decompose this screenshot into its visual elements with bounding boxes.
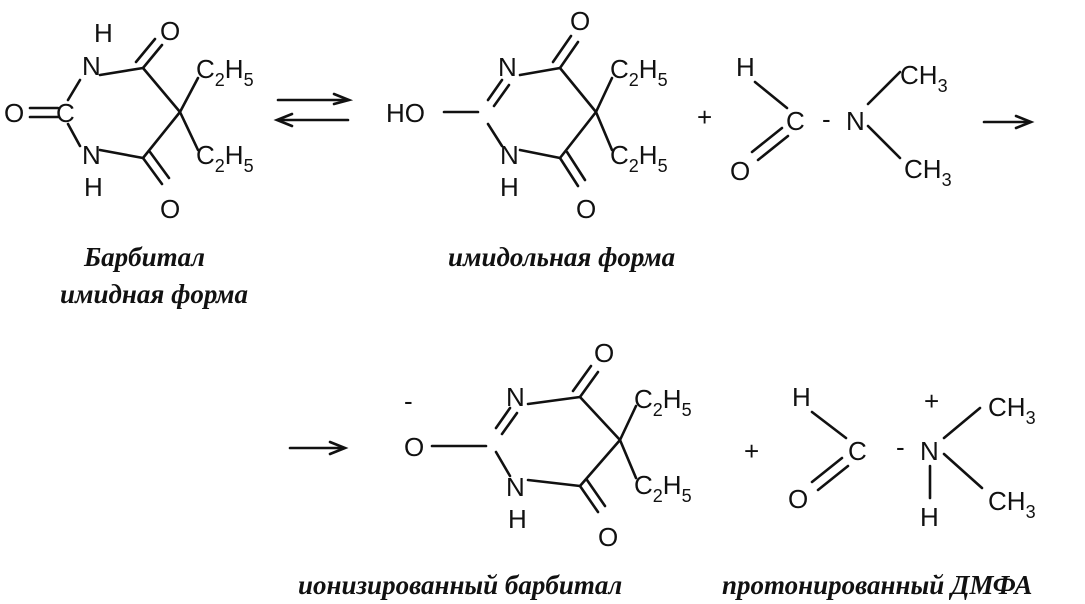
atom-H: H	[736, 52, 755, 82]
atom-N: N	[506, 382, 525, 412]
atom-C: C	[56, 98, 75, 128]
svg-text:C2H5: C2H5	[196, 140, 254, 176]
atom-O: O	[160, 194, 180, 224]
ethyl-group: C2H5	[634, 470, 692, 506]
caption-barbital: Барбитал	[83, 242, 205, 272]
atom-O: O	[730, 156, 750, 186]
equilibrium-arrow-icon	[273, 92, 354, 128]
atom-N: N	[498, 52, 517, 82]
atom-H: H	[920, 502, 939, 532]
protonated-dmf-structure: H C O - + N H CH3 CH3	[788, 382, 1036, 532]
methyl-group: CH3	[988, 486, 1036, 522]
atom-O: O	[576, 194, 596, 224]
ethyl-group: C2H5	[196, 54, 254, 90]
svg-text:CH3: CH3	[900, 60, 948, 96]
atom-N: N	[920, 436, 939, 466]
negative-charge: -	[404, 386, 413, 416]
atom-N: N	[500, 140, 519, 170]
svg-text:C2H5: C2H5	[196, 54, 254, 90]
svg-text:CH3: CH3	[988, 486, 1036, 522]
plus-sign: +	[697, 102, 712, 132]
barbital-imide-structure: H N O C O N H O C2H5 C2H5	[4, 16, 254, 224]
atom-N: N	[82, 140, 101, 170]
atom-O: O	[570, 6, 590, 36]
svg-text:C2H5: C2H5	[634, 470, 692, 506]
svg-text:CH3: CH3	[988, 392, 1036, 428]
atom-O: O	[788, 484, 808, 514]
atom-H: H	[94, 18, 113, 48]
atom-N: N	[506, 472, 525, 502]
svg-text:C2H5: C2H5	[610, 54, 668, 90]
atom-H: H	[84, 172, 103, 202]
atom-N: N	[846, 106, 865, 136]
caption-imide-form: имидная форма	[60, 279, 248, 309]
caption-imidol-form: имидольная форма	[448, 242, 675, 272]
atom-N: N	[82, 51, 101, 81]
atom-H: H	[792, 382, 811, 412]
atom-C: C	[786, 106, 805, 136]
methyl-group: CH3	[904, 154, 952, 190]
methyl-group: CH3	[900, 60, 948, 96]
svg-text:C2H5: C2H5	[634, 384, 692, 420]
hydroxyl-group: HO	[386, 98, 425, 128]
ethyl-group: C2H5	[634, 384, 692, 420]
bond-dash: -	[896, 432, 905, 462]
ionized-barbital-structure: - O N O N H O C2H5 C2H5	[404, 338, 692, 552]
caption-protonated-dmfa: протонированный ДМФА	[722, 570, 1032, 600]
atom-O: O	[594, 338, 614, 368]
positive-charge: +	[924, 386, 939, 416]
atom-O: O	[4, 98, 24, 128]
ethyl-group: C2H5	[610, 54, 668, 90]
bond-dash: -	[822, 104, 831, 134]
svg-text:CH3: CH3	[904, 154, 952, 190]
atom-C: C	[848, 436, 867, 466]
atom-H: H	[508, 504, 527, 534]
plus-sign: +	[744, 436, 759, 466]
reaction-arrow-icon	[288, 440, 349, 456]
reaction-arrow-icon	[982, 114, 1035, 130]
ethyl-group: C2H5	[196, 140, 254, 176]
atom-O: O	[160, 16, 180, 46]
barbital-imidol-structure: N O HO N H O C2H5 C2H5	[386, 6, 668, 224]
atom-O: O	[598, 522, 618, 552]
ethyl-group: C2H5	[610, 140, 668, 176]
atom-H: H	[500, 172, 519, 202]
dmf-structure: H C O - N CH3 CH3	[730, 52, 952, 190]
caption-ionized-barbital: ионизированный барбитал	[298, 570, 622, 600]
svg-text:C2H5: C2H5	[610, 140, 668, 176]
methyl-group: CH3	[988, 392, 1036, 428]
atom-O: O	[404, 432, 424, 462]
